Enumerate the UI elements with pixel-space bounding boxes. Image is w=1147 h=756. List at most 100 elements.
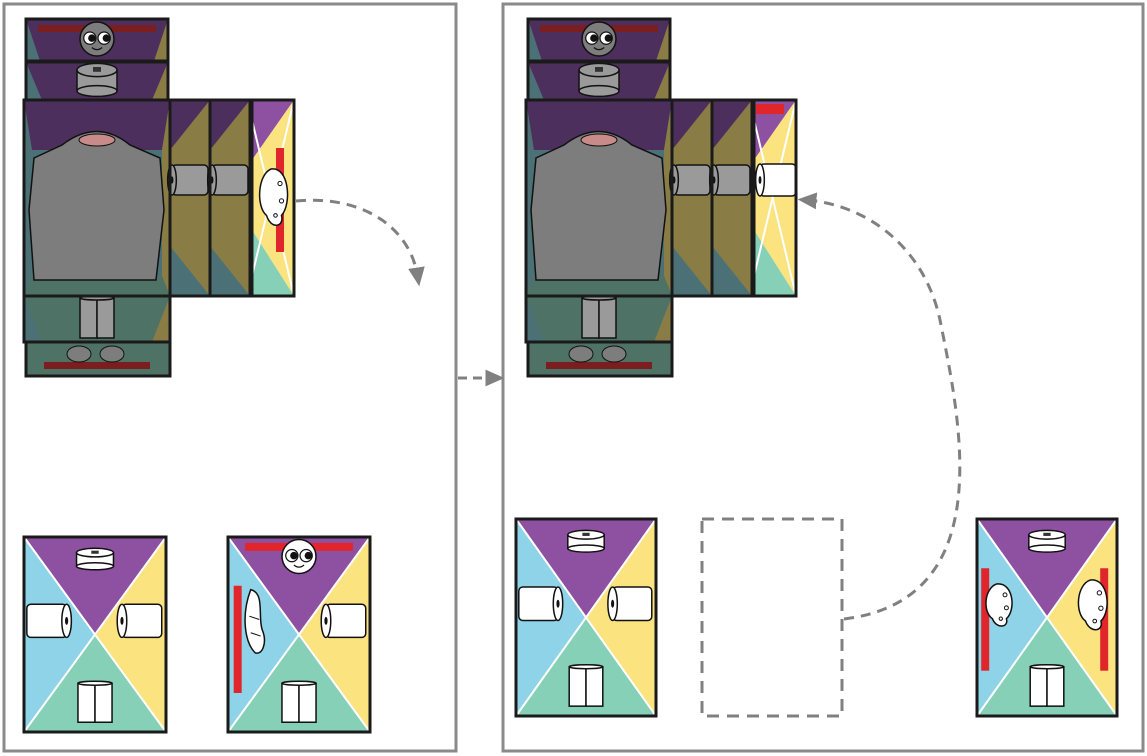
face-pupil-left <box>88 34 95 41</box>
figure-detail <box>1003 593 1007 597</box>
toilet-paper-roll-icon <box>1029 530 1065 552</box>
face-pupil-left <box>590 34 597 41</box>
roll-left <box>80 298 97 338</box>
figure-detail <box>1004 606 1008 610</box>
toilet-paper-roll-icon <box>168 165 208 195</box>
roll-bottom <box>579 86 619 97</box>
toilet-paper-roll-icon <box>282 681 316 722</box>
roll-body <box>172 165 208 195</box>
roll-right <box>299 683 316 722</box>
roll-hole <box>324 617 327 625</box>
roll-hole <box>556 600 559 608</box>
roll-top <box>282 681 316 685</box>
figure-icon <box>67 346 91 362</box>
roll-top <box>1030 665 1064 669</box>
roll-bottom <box>568 545 604 552</box>
dashed-arrow-icon <box>296 200 418 278</box>
toilet-paper-roll-icon <box>78 681 112 722</box>
roll-right <box>1047 667 1064 706</box>
ref-card-before <box>24 537 166 732</box>
net-bottom-face <box>528 342 672 376</box>
roll-left <box>282 683 299 722</box>
figure-card-after <box>977 519 1117 716</box>
toilet-paper-roll-icon <box>1030 665 1064 706</box>
toilet-paper-roll-icon <box>77 548 114 569</box>
figure-icon <box>569 346 593 362</box>
toilet-paper-roll-icon <box>519 587 563 620</box>
toilet-paper-roll-icon <box>710 165 750 195</box>
roll-hole <box>120 617 123 625</box>
marker-bar <box>234 586 242 693</box>
figure-icon <box>100 346 124 362</box>
roll-left <box>78 683 95 722</box>
roll-body <box>519 587 558 620</box>
figure-detail <box>278 181 282 185</box>
roll-body <box>122 604 162 637</box>
toilet-paper-roll-icon <box>756 164 796 196</box>
roll-hole <box>611 600 614 608</box>
roll-body <box>27 604 67 637</box>
roll-hole <box>91 551 98 554</box>
smiley-face-icon <box>80 22 114 56</box>
roll-body <box>613 587 652 620</box>
gray-figure-icon <box>29 132 164 281</box>
roll-body <box>674 165 710 195</box>
figure-detail <box>79 134 115 146</box>
roll-bottom <box>1029 545 1065 552</box>
net-bottom-face <box>26 342 170 376</box>
face-pupil-right <box>605 34 612 41</box>
figure-detail <box>1097 591 1101 595</box>
box-net-after <box>526 19 796 376</box>
roll-body <box>760 164 796 196</box>
toilet-paper-roll-icon <box>670 165 710 195</box>
roll-bottom <box>77 86 117 97</box>
toilet-paper-roll-icon <box>582 296 616 338</box>
roll-hole <box>595 67 603 72</box>
figure-detail <box>274 214 278 218</box>
gray-figure-icon <box>531 132 666 281</box>
toilet-paper-roll-icon <box>117 604 162 637</box>
roll-body <box>714 165 750 195</box>
toilet-paper-roll-icon <box>568 530 604 552</box>
toilet-paper-roll-icon <box>321 604 366 637</box>
roll-right <box>97 298 114 338</box>
roll-left <box>582 298 599 338</box>
roll-body <box>212 165 248 195</box>
toilet-paper-roll-icon <box>208 165 248 195</box>
roll-hole <box>1043 533 1050 536</box>
figure-card-before <box>228 537 370 732</box>
toilet-paper-roll-icon <box>608 587 652 620</box>
roll-left <box>569 667 586 706</box>
roll-top <box>78 681 112 685</box>
roll-hole <box>759 176 762 184</box>
figure-detail <box>1093 619 1097 623</box>
roll-hole <box>65 617 68 625</box>
figure-detail <box>279 199 283 203</box>
smiley-face-icon <box>582 22 616 56</box>
marker-bar <box>44 362 150 369</box>
roll-top <box>569 665 603 669</box>
toilet-paper-roll-icon <box>579 63 619 96</box>
toilet-paper-roll-icon <box>569 665 603 706</box>
roll-hole <box>582 533 589 536</box>
roll-right <box>95 683 112 722</box>
face-pupil-right <box>305 552 312 559</box>
toilet-paper-roll-icon <box>27 604 72 637</box>
figure-detail <box>581 134 617 146</box>
empty-slot <box>702 519 842 716</box>
toilet-paper-roll-icon <box>77 63 117 96</box>
face-pupil-right <box>103 34 110 41</box>
roll-right <box>599 298 616 338</box>
face-pupil-left <box>290 552 297 559</box>
box-net-before <box>24 19 294 376</box>
figure-icon <box>602 346 626 362</box>
roll-hole <box>93 67 101 72</box>
toilet-paper-roll-icon <box>80 296 114 338</box>
roll-body <box>326 604 366 637</box>
roll-bottom <box>77 563 114 570</box>
smiley-face-icon <box>282 540 316 574</box>
figure-detail <box>999 617 1002 620</box>
roll-right <box>586 667 603 706</box>
